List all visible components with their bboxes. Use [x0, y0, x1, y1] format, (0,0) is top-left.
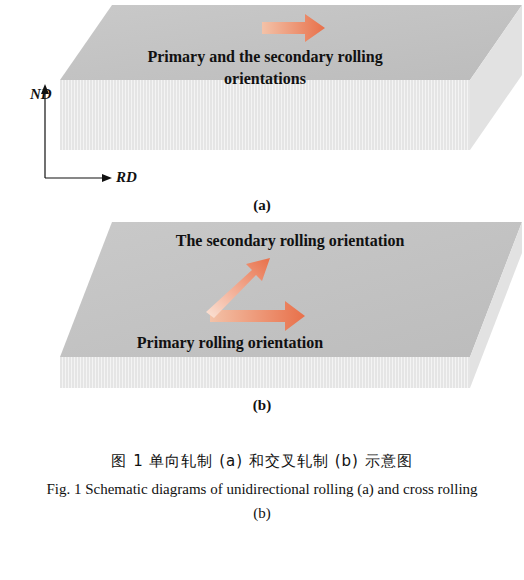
slab-top: [60, 5, 522, 80]
panel-label: (a): [0, 197, 524, 214]
axis-label: RD: [116, 169, 137, 186]
slab-text: Primary rolling orientation: [110, 332, 350, 354]
slab-side: [470, 5, 522, 150]
rolling-arrow: [262, 14, 325, 42]
slab-side: [470, 222, 522, 388]
caption-zh: 图 1 单向轧制 (a) 和交叉轧制 (b) 示意图: [0, 452, 524, 471]
axis-head: [102, 174, 112, 182]
axis: [44, 92, 45, 178]
slab-front: [60, 80, 470, 150]
axis: [45, 177, 104, 178]
slab-front: [60, 357, 470, 388]
axis-label: ND: [30, 86, 52, 103]
caption-en: Fig. 1 Schematic diagrams of unidirectio…: [40, 477, 484, 525]
slab-region: Primary and the secondary rolling orient…: [110, 46, 420, 102]
slab-top: [60, 222, 522, 357]
rolling-arrow: [206, 258, 270, 318]
slab-region: The secondary rolling orientationPrimary…: [110, 230, 460, 355]
slab-text: The secondary rolling orientation: [140, 230, 440, 252]
slab-text: Primary and the secondary rolling orient…: [110, 46, 420, 91]
panel-label: (b): [0, 397, 524, 414]
